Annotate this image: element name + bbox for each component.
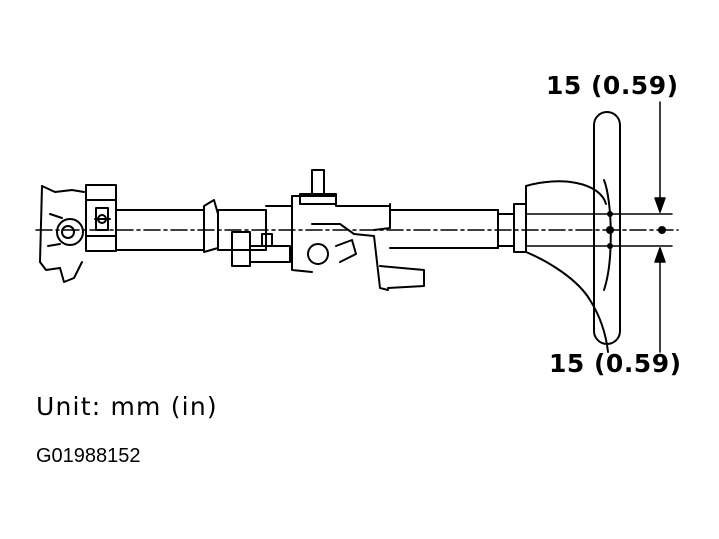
- lower-shaft: [116, 210, 204, 250]
- offset-reference-lines: [526, 211, 672, 249]
- tilt-bracket: [204, 200, 290, 266]
- unit-label: Unit: mm (in): [36, 392, 218, 421]
- upper-column-tube: [390, 210, 514, 248]
- dimension-arrows: [655, 102, 665, 352]
- figure-code: G01988152: [36, 445, 141, 467]
- steering-gear-housing: [40, 186, 84, 282]
- universal-joint: [86, 185, 116, 251]
- bottom-dimension-label: 15 (0.59): [549, 349, 682, 378]
- column-mount-housing: [266, 170, 424, 290]
- steering-wheel-hub: [514, 181, 608, 352]
- top-dimension-label: 15 (0.59): [546, 71, 679, 100]
